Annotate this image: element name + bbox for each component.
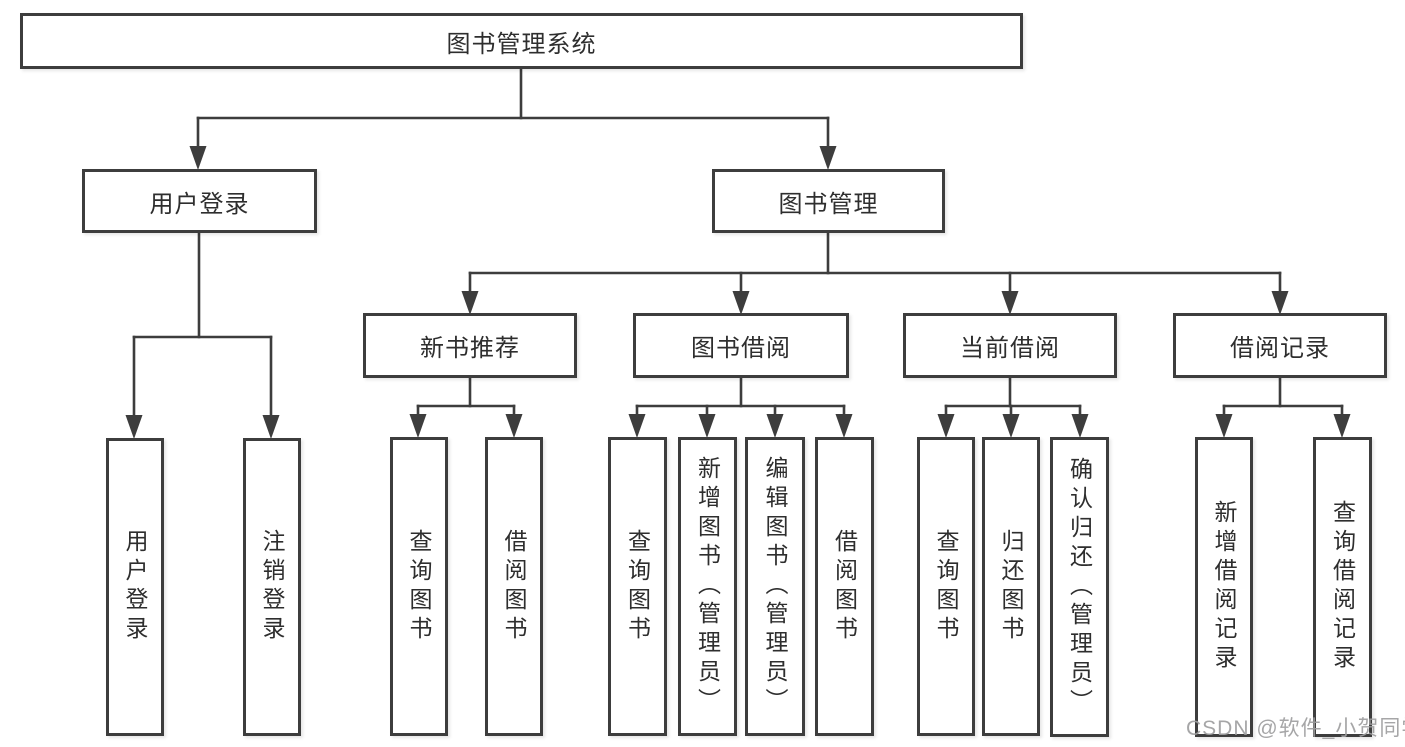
leaf-return-books: 归还图书 [982, 437, 1040, 736]
leaf-user-login: 用户登录 [106, 438, 164, 736]
arrowhead-icon [835, 414, 853, 438]
leaf-label: 用户登录 [122, 529, 148, 645]
node-borrow-records: 借阅记录 [1173, 313, 1387, 378]
arrowhead-icon [766, 414, 784, 438]
leaf-logout: 注销登录 [243, 438, 301, 736]
node-current-borrow-label: 当前借阅 [960, 335, 1060, 362]
arrowhead-icon [262, 415, 280, 439]
arrowhead-icon [1002, 414, 1020, 438]
leaf-label: 确认归还（管理员） [1066, 456, 1093, 718]
leaf-confirm-return-admin: 确认归还（管理员） [1050, 437, 1109, 737]
node-root: 图书管理系统 [20, 13, 1023, 69]
arrowhead-icon [189, 146, 207, 170]
arrowhead-icon [1215, 414, 1233, 438]
arrowhead-icon [461, 291, 479, 315]
leaf-label: 查询图书 [406, 528, 432, 645]
arrowhead-icon [819, 146, 837, 170]
leaf-label: 查询图书 [624, 528, 651, 645]
node-user-login: 用户登录 [82, 169, 317, 233]
leaf-borrow-books-1: 借阅图书 [485, 437, 543, 736]
leaf-label: 编辑图书（管理员） [762, 456, 788, 717]
arrowhead-icon [125, 415, 143, 439]
node-new-book-recommend-label: 新书推荐 [420, 335, 520, 362]
leaf-label: 借阅图书 [501, 528, 527, 645]
node-user-login-label: 用户登录 [149, 190, 250, 218]
leaf-label: 新增借阅记录 [1211, 500, 1237, 674]
arrowhead-icon [1271, 291, 1289, 315]
leaf-add-borrow-record: 新增借阅记录 [1195, 437, 1253, 737]
leaf-query-books-3: 查询图书 [917, 437, 975, 736]
arrowhead-icon [937, 414, 955, 438]
node-current-borrow: 当前借阅 [903, 313, 1117, 378]
arrowhead-icon [409, 414, 427, 438]
leaf-edit-books-admin: 编辑图书（管理员） [745, 437, 805, 736]
node-root-label: 图书管理系统 [446, 30, 597, 58]
arrowhead-icon [1071, 414, 1089, 438]
leaf-label: 归还图书 [998, 528, 1024, 645]
leaf-query-books-1: 查询图书 [390, 437, 448, 736]
node-book-management: 图书管理 [712, 169, 945, 233]
node-book-management-label: 图书管理 [778, 190, 879, 218]
leaf-borrow-books-2: 借阅图书 [815, 437, 874, 736]
arrowhead-icon [1001, 291, 1019, 315]
arrowhead-icon [698, 414, 716, 438]
node-book-borrow: 图书借阅 [633, 313, 849, 378]
node-borrow-records-label: 借阅记录 [1230, 335, 1330, 362]
arrowhead-icon [505, 414, 523, 438]
leaf-label: 新增图书（管理员） [694, 456, 721, 717]
leaf-label: 查询图书 [933, 528, 959, 645]
node-new-book-recommend: 新书推荐 [363, 313, 577, 378]
node-book-borrow-label: 图书借阅 [691, 335, 791, 362]
leaf-label: 查询借阅记录 [1329, 500, 1356, 674]
arrowhead-icon [1333, 414, 1351, 438]
leaf-add-books-admin: 新增图书（管理员） [678, 437, 737, 736]
leaf-label: 借阅图书 [831, 528, 858, 645]
arrowhead-icon [628, 414, 646, 438]
leaf-query-borrow-record: 查询借阅记录 [1313, 437, 1372, 737]
arrowhead-icon [732, 291, 750, 315]
watermark: CSDN @软件_小贺同学 [1186, 717, 1405, 740]
leaf-query-books-2: 查询图书 [608, 437, 667, 736]
leaf-label: 注销登录 [259, 529, 285, 645]
